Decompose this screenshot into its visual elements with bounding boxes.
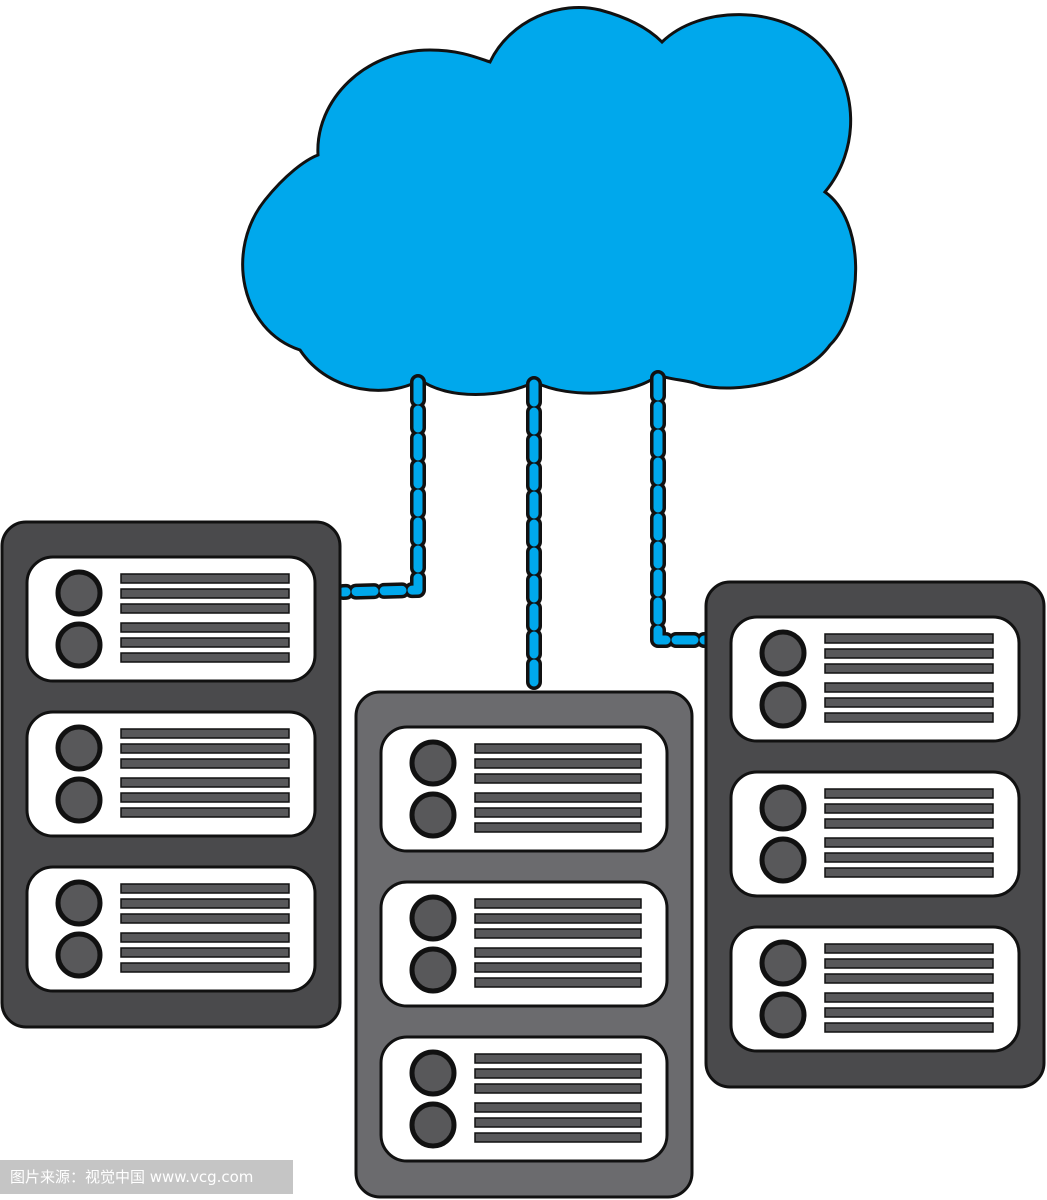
power-button-icon: [759, 784, 807, 832]
drive-slot: [120, 603, 290, 614]
drive-slot: [474, 928, 642, 939]
drive-slot: [824, 1007, 994, 1018]
drive-slot: [474, 822, 642, 833]
drive-slot: [474, 1102, 642, 1113]
drive-slot: [120, 622, 290, 633]
drive-slot: [120, 758, 290, 769]
drive-slot: [474, 1132, 642, 1143]
power-button-icon: [759, 629, 807, 677]
server-unit: [729, 770, 1021, 898]
drive-slot: [474, 792, 642, 803]
power-button-icon: [409, 791, 457, 839]
drive-slot: [824, 852, 994, 863]
power-button-icon: [409, 946, 457, 994]
drive-slot: [120, 743, 290, 754]
drive-slot: [120, 807, 290, 818]
drive-slot: [120, 883, 290, 894]
cloud-icon: [241, 5, 858, 396]
power-button-icon: [55, 776, 103, 824]
drive-slot: [474, 773, 642, 784]
drive-slot: [474, 1068, 642, 1079]
power-button-icon: [55, 569, 103, 617]
drive-slot: [824, 818, 994, 829]
server-unit: [379, 880, 669, 1008]
power-button-icon: [55, 724, 103, 772]
drive-slot: [474, 807, 642, 818]
server-unit: [25, 555, 317, 683]
drive-slot: [824, 992, 994, 1003]
power-button-icon: [759, 939, 807, 987]
drive-slot: [474, 947, 642, 958]
drive-slot: [824, 633, 994, 644]
drive-slot: [824, 682, 994, 693]
drive-slot: [474, 1053, 642, 1064]
drive-slot: [824, 943, 994, 954]
drive-slot: [824, 663, 994, 674]
power-button-icon: [409, 739, 457, 787]
power-button-icon: [759, 991, 807, 1039]
drive-slot: [824, 973, 994, 984]
server-unit: [25, 710, 317, 838]
drive-slot: [474, 1083, 642, 1094]
power-button-icon: [55, 621, 103, 669]
drive-slot: [120, 573, 290, 584]
drive-slot: [120, 932, 290, 943]
drive-slot: [120, 652, 290, 663]
drive-slot: [824, 837, 994, 848]
drive-slot: [120, 947, 290, 958]
watermark-text: 图片来源：视觉中国 www.vcg.com: [0, 1160, 293, 1194]
power-button-icon: [55, 931, 103, 979]
drive-slot: [120, 792, 290, 803]
drive-slot: [474, 1117, 642, 1128]
drive-slot: [474, 898, 642, 909]
drive-slot: [474, 962, 642, 973]
power-button-icon: [409, 1101, 457, 1149]
drive-slot: [120, 777, 290, 788]
drive-slot: [824, 1022, 994, 1033]
server-unit: [379, 725, 669, 853]
server-unit: [379, 1035, 669, 1163]
drive-slot: [474, 743, 642, 754]
server-rack-icon: [354, 690, 694, 1199]
network-connector-icon: [335, 370, 713, 698]
power-button-icon: [409, 894, 457, 942]
drive-slot: [824, 867, 994, 878]
drive-slot: [120, 913, 290, 924]
drive-slot: [824, 958, 994, 969]
drive-slot: [120, 637, 290, 648]
drive-slot: [474, 977, 642, 988]
server-rack-icon: [0, 520, 342, 1029]
server-unit: [729, 925, 1021, 1053]
drive-slot: [120, 588, 290, 599]
drive-slot: [120, 898, 290, 909]
drive-slot: [824, 648, 994, 659]
drive-slot: [474, 758, 642, 769]
drive-slot: [120, 728, 290, 739]
server-racks: [0, 520, 1046, 1199]
power-button-icon: [55, 879, 103, 927]
power-button-icon: [409, 1049, 457, 1097]
server-unit: [25, 865, 317, 993]
drive-slot: [824, 712, 994, 723]
server-rack-icon: [704, 580, 1046, 1089]
power-button-icon: [759, 681, 807, 729]
power-button-icon: [759, 836, 807, 884]
drive-slot: [824, 803, 994, 814]
server-unit: [729, 615, 1021, 743]
drive-slot: [474, 913, 642, 924]
drive-slot: [120, 962, 290, 973]
drive-slot: [824, 697, 994, 708]
drive-slot: [824, 788, 994, 799]
